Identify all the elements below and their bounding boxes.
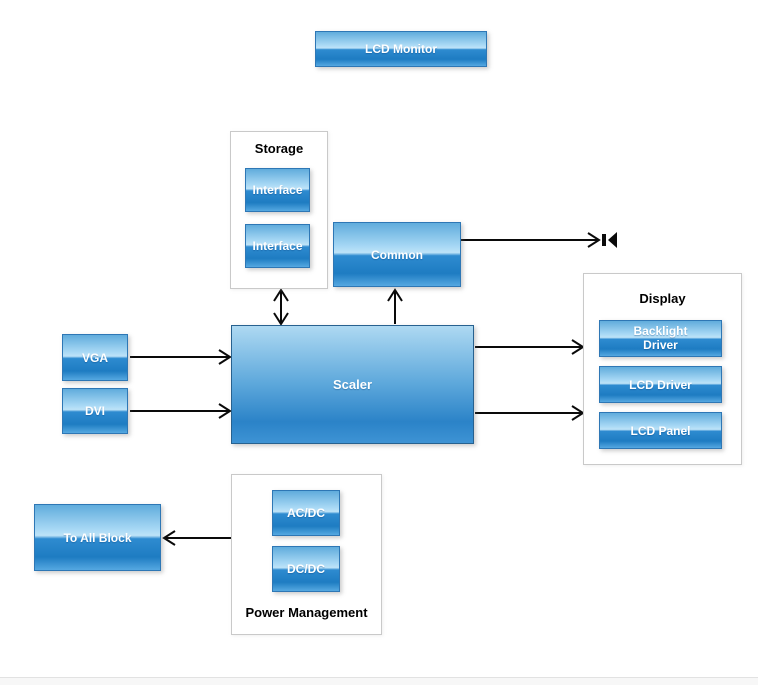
block-vga[interactable]: VGA xyxy=(62,334,128,381)
block-label: To All Block xyxy=(63,530,132,545)
block-common[interactable]: Common xyxy=(333,222,461,287)
block-label: DVI xyxy=(84,404,105,418)
block-label: AC/DC xyxy=(287,506,325,520)
block-label: Common xyxy=(371,247,423,262)
block-dcdc[interactable]: DC/DC xyxy=(272,546,340,592)
block-lcd-monitor[interactable]: LCD Monitor xyxy=(315,31,487,67)
block-label: Backlight Driver xyxy=(633,323,688,352)
block-label: LCD Panel xyxy=(630,423,691,438)
block-storage-interface-2[interactable]: Interface xyxy=(245,224,310,268)
block-to-all-block[interactable]: To All Block xyxy=(34,504,161,571)
block-label: DC/DC xyxy=(287,562,325,576)
block-lcd-panel[interactable]: LCD Panel xyxy=(599,412,722,449)
group-display-label: Display xyxy=(639,291,686,306)
block-label: LCD Monitor xyxy=(365,42,437,56)
group-power-label: Power Management xyxy=(245,605,368,620)
block-storage-interface-1[interactable]: Interface xyxy=(245,168,310,212)
block-acdc[interactable]: AC/DC xyxy=(272,490,340,536)
bottom-divider xyxy=(0,677,758,685)
group-storage-label: Storage xyxy=(254,141,304,156)
block-scaler[interactable]: Scaler xyxy=(231,325,474,444)
block-backlight-driver[interactable]: Backlight Driver xyxy=(599,320,722,357)
block-label: LCD Driver xyxy=(629,377,692,392)
block-label: Interface xyxy=(252,239,303,253)
block-dvi[interactable]: DVI xyxy=(62,388,128,434)
block-label: Interface xyxy=(252,183,303,197)
block-lcd-driver[interactable]: LCD Driver xyxy=(599,366,722,403)
block-label: Scaler xyxy=(332,377,373,392)
speaker-icon xyxy=(602,232,617,248)
block-label: VGA xyxy=(81,350,108,365)
